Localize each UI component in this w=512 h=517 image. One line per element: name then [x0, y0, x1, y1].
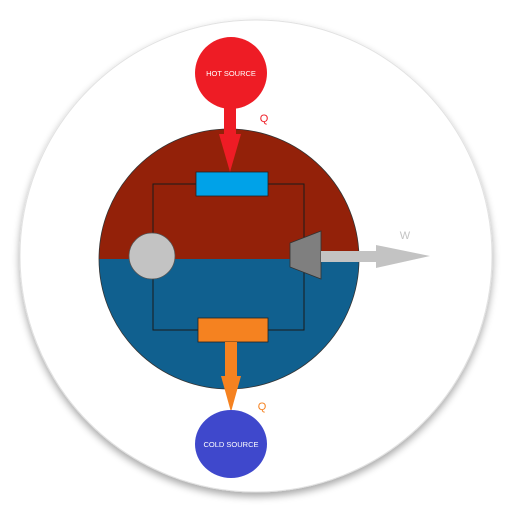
heat-in-label: Q — [260, 113, 269, 125]
work-arrow — [321, 245, 430, 268]
turbine-icon — [289, 230, 322, 280]
cold-source-node: COLD SOURCE — [195, 410, 267, 478]
heat-out-label: Q — [258, 401, 267, 413]
hot-source-label: HOT SOURCE — [206, 69, 256, 78]
cold-source-circle — [195, 410, 267, 478]
cooler-exchanger — [197, 317, 269, 343]
cold-source-label: COLD SOURCE — [203, 440, 258, 449]
hot-source-circle — [195, 37, 267, 109]
pump-icon — [128, 232, 176, 280]
work-label: W — [400, 230, 411, 242]
hot-source-node: HOT SOURCE — [195, 37, 267, 109]
heat-out-arrow — [221, 342, 241, 412]
heater-exchanger — [195, 171, 269, 197]
